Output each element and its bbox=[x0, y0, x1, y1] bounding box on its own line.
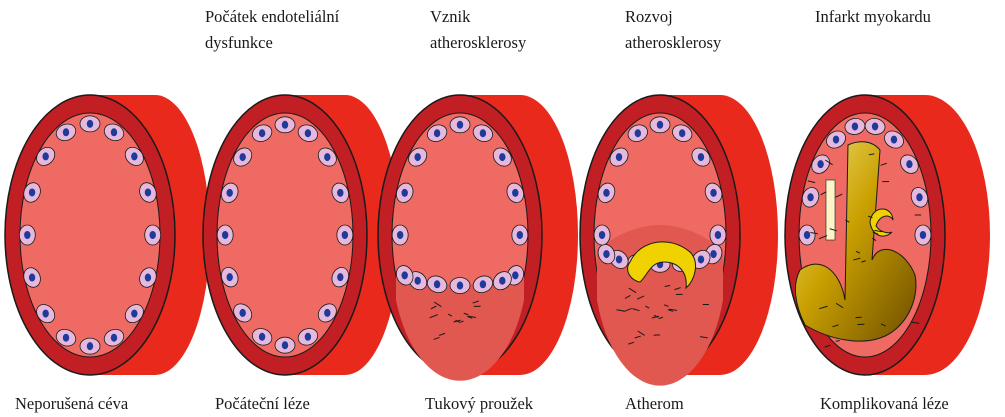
cell-nucleus bbox=[817, 160, 823, 168]
top-label-line: Počátek endoteliální bbox=[205, 4, 339, 30]
cell-nucleus bbox=[87, 120, 93, 128]
top-label-line: dysfunkce bbox=[205, 30, 339, 56]
cholesterol-crystal bbox=[826, 180, 835, 240]
cell-nucleus bbox=[259, 333, 265, 341]
cell-nucleus bbox=[131, 152, 137, 160]
cell-nucleus bbox=[698, 255, 704, 263]
vessel-intact bbox=[5, 95, 210, 375]
cell-nucleus bbox=[480, 129, 486, 137]
cell-nucleus bbox=[512, 271, 518, 279]
cell-nucleus bbox=[499, 277, 505, 285]
cell-nucleus bbox=[259, 129, 265, 137]
bottom-label-stage-4: Atherom bbox=[625, 393, 684, 415]
cell-nucleus bbox=[145, 274, 151, 282]
bottom-label-stage-5: Komplikovaná léze bbox=[820, 393, 949, 415]
vessel-fatty-streak bbox=[378, 95, 578, 381]
cell-nucleus bbox=[891, 136, 897, 144]
cell-nucleus bbox=[480, 280, 486, 288]
cell-nucleus bbox=[42, 152, 48, 160]
top-label-stage-4: Rozvoj atherosklerosy bbox=[625, 4, 721, 56]
cell-nucleus bbox=[512, 189, 518, 197]
cell-nucleus bbox=[603, 250, 609, 258]
top-label-stage-5: Infarkt myokardu bbox=[815, 4, 931, 30]
cell-nucleus bbox=[906, 160, 912, 168]
cell-nucleus bbox=[499, 153, 505, 161]
cell-nucleus bbox=[872, 122, 878, 130]
cell-nucleus bbox=[282, 341, 288, 349]
cell-nucleus bbox=[111, 128, 117, 136]
cell-nucleus bbox=[324, 153, 330, 161]
cell-nucleus bbox=[111, 334, 117, 342]
cell-nucleus bbox=[63, 128, 69, 136]
cell-nucleus bbox=[434, 129, 440, 137]
cell-nucleus bbox=[414, 277, 420, 285]
top-label-stage-2: Počátek endoteliální dysfunkce bbox=[205, 4, 339, 56]
cell-nucleus bbox=[305, 333, 311, 341]
cell-nucleus bbox=[852, 122, 858, 130]
cell-nucleus bbox=[29, 188, 35, 196]
cell-nucleus bbox=[434, 280, 440, 288]
cell-nucleus bbox=[698, 153, 704, 161]
cell-nucleus bbox=[227, 273, 233, 281]
cell-nucleus bbox=[679, 129, 685, 137]
cell-nucleus bbox=[24, 231, 30, 239]
bottom-label-stage-3: Tukový proužek bbox=[425, 393, 533, 415]
cell-nucleus bbox=[710, 250, 716, 258]
top-label-line: atherosklerosy bbox=[430, 30, 526, 56]
top-label-line: atherosklerosy bbox=[625, 30, 721, 56]
foam-cell-mark bbox=[836, 341, 840, 342]
cell-nucleus bbox=[603, 189, 609, 197]
cell-nucleus bbox=[616, 255, 622, 263]
cell-nucleus bbox=[342, 231, 348, 239]
cell-nucleus bbox=[63, 334, 69, 342]
cell-nucleus bbox=[239, 153, 245, 161]
vessel-atheroma bbox=[580, 95, 778, 386]
cell-nucleus bbox=[131, 310, 137, 318]
cell-nucleus bbox=[222, 231, 228, 239]
cell-nucleus bbox=[402, 271, 408, 279]
cell-nucleus bbox=[282, 121, 288, 129]
cell-nucleus bbox=[397, 231, 403, 239]
cell-nucleus bbox=[807, 193, 813, 201]
cell-nucleus bbox=[599, 231, 605, 239]
cell-nucleus bbox=[227, 189, 233, 197]
cell-nucleus bbox=[150, 231, 156, 239]
cell-nucleus bbox=[414, 153, 420, 161]
cell-nucleus bbox=[305, 129, 311, 137]
cell-nucleus bbox=[337, 273, 343, 281]
top-label-line: Infarkt myokardu bbox=[815, 4, 931, 30]
cell-nucleus bbox=[833, 136, 839, 144]
cell-nucleus bbox=[324, 309, 330, 317]
cell-nucleus bbox=[635, 129, 641, 137]
cell-nucleus bbox=[145, 188, 151, 196]
vessel-initial-lesion bbox=[203, 95, 400, 375]
cell-nucleus bbox=[657, 121, 663, 129]
cell-nucleus bbox=[457, 282, 463, 290]
cell-nucleus bbox=[239, 309, 245, 317]
cell-nucleus bbox=[920, 231, 926, 239]
bottom-label-stage-2: Počáteční léze bbox=[215, 393, 310, 415]
cell-nucleus bbox=[457, 121, 463, 129]
vessel-complicated-lesion bbox=[785, 95, 990, 375]
cell-nucleus bbox=[517, 231, 523, 239]
cell-nucleus bbox=[804, 231, 810, 239]
bottom-label-stage-1: Neporušená céva bbox=[15, 393, 128, 415]
top-label-stage-3: Vznik atherosklerosy bbox=[430, 4, 526, 56]
top-label-line: Rozvoj bbox=[625, 4, 721, 30]
cell-nucleus bbox=[402, 189, 408, 197]
cell-nucleus bbox=[715, 231, 721, 239]
cell-nucleus bbox=[29, 274, 35, 282]
cell-nucleus bbox=[337, 189, 343, 197]
cell-nucleus bbox=[616, 153, 622, 161]
top-label-line: Vznik bbox=[430, 4, 526, 30]
cell-nucleus bbox=[42, 310, 48, 318]
cell-nucleus bbox=[916, 193, 922, 201]
cell-nucleus bbox=[87, 342, 93, 350]
cell-nucleus bbox=[710, 189, 716, 197]
